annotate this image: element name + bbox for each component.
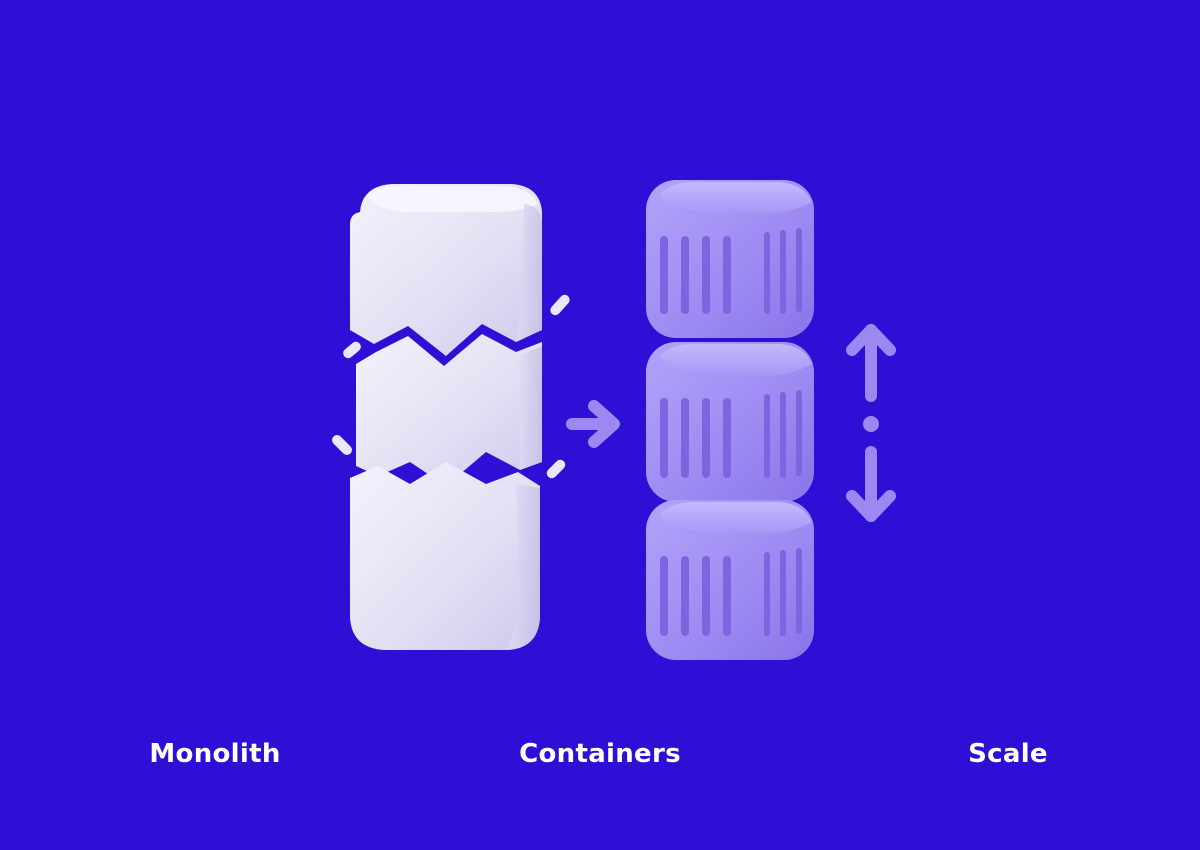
container-stack [646,180,814,660]
arrow-right-icon [566,400,620,448]
vertical-scale-arrows-icon [846,324,896,522]
scale-label: Scale [968,739,1048,769]
monolith-label: Monolith [149,739,281,769]
monolith-block-bottom [350,462,540,650]
container-block [646,342,814,502]
monolith-stack [332,184,570,650]
container-block [646,500,814,660]
scale-dot [863,416,879,432]
containers-label: Containers [519,739,681,769]
container-block [646,180,814,338]
monolith-block-top [350,184,542,356]
monolith-block-middle [356,334,542,486]
crack-sparks [332,294,570,479]
